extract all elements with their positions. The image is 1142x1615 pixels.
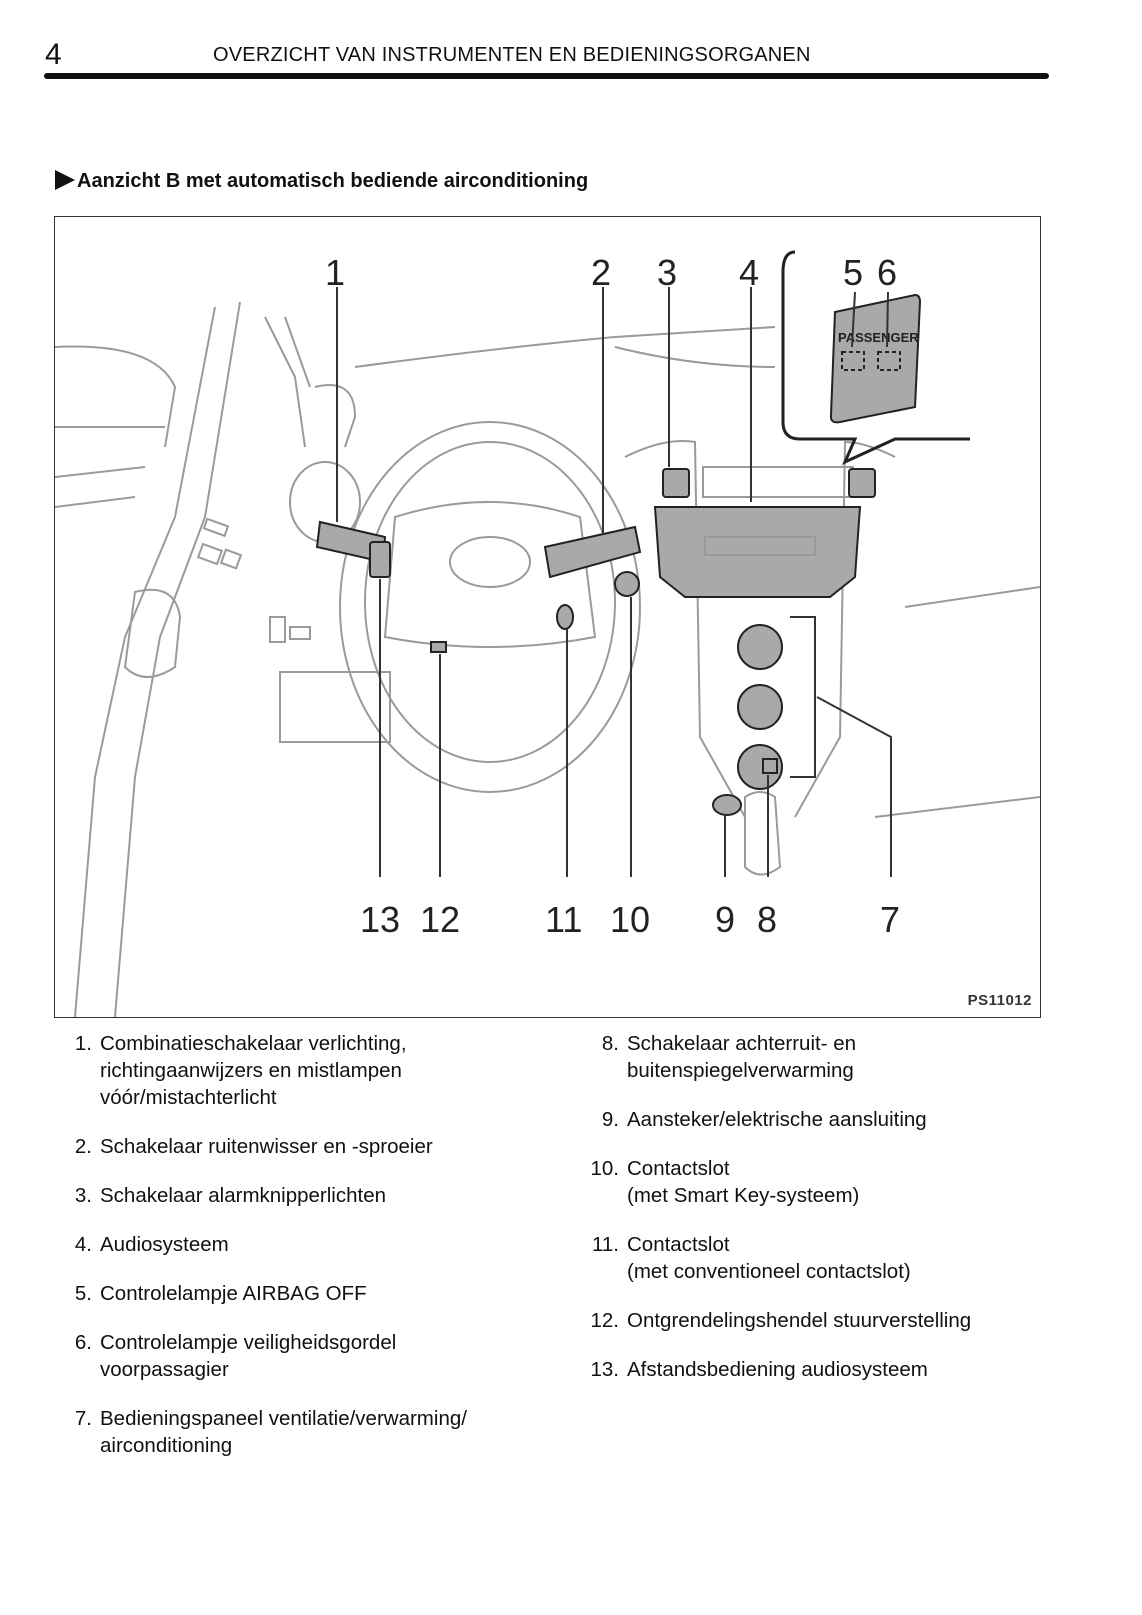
legend-number: 8.	[601, 1032, 619, 1055]
triangle-right-icon	[55, 170, 75, 190]
legend-left-column: 1. Combinatieschakelaar verlichting, rich…	[58, 1030, 538, 1481]
legend-item: 9. Aansteker/elektrische aansluiting	[575, 1106, 1045, 1133]
running-title: OVERZICHT VAN INSTRUMENTEN EN BEDIENINGS…	[213, 44, 811, 66]
center-stack	[624, 440, 896, 876]
ac-dial-top	[737, 624, 783, 670]
audio-system-panel	[653, 506, 862, 598]
legend-number: 10.	[590, 1157, 620, 1180]
callout-9: 9	[715, 899, 735, 940]
callout-3: 3	[657, 252, 677, 293]
legend-item: 2. Schakelaar ruitenwisser en -sproeier	[58, 1133, 538, 1160]
callout-5: 5	[843, 252, 863, 293]
legend-item: 10. Contactslot (met Smart Key-systeem)	[575, 1155, 1045, 1209]
legend-item: 6. Controlelampje veiligheidsgordel voorp…	[58, 1329, 538, 1383]
callout-7: 7	[880, 899, 900, 940]
defogger-switch	[762, 758, 778, 774]
legend-number: 1.	[74, 1032, 92, 1055]
legend-number: 13.	[590, 1358, 620, 1381]
legend-text: Audiosysteem	[100, 1233, 229, 1256]
callout-11: 11	[545, 899, 582, 940]
legend-text: Controlelampje veiligheidsgordel voorpas…	[100, 1331, 397, 1381]
legend-text: Ontgrendelingshendel stuurverstelling	[627, 1309, 972, 1332]
callout-6: 6	[877, 252, 897, 293]
dashboard-illustration: PASSENGER 1 2 3 4 5 6 7 8 9 10	[55, 250, 1040, 1017]
legend-item: 4. Audiosysteem	[58, 1231, 538, 1258]
dashboard-top-line	[354, 326, 776, 368]
dashboard-figure: PASSENGER 1 2 3 4 5 6 7 8 9 10	[54, 216, 1041, 1018]
legend-text: Schakelaar ruitenwisser en -sproeier	[100, 1135, 433, 1158]
dash-button	[289, 626, 311, 640]
legend-text: Contactslot (met conventioneel contactsl…	[627, 1233, 911, 1283]
legend-number: 2.	[74, 1135, 92, 1158]
section-heading-text: Aanzicht B met automatisch bediende airc…	[77, 170, 589, 192]
legend-text: Afstandsbediening audiosysteem	[627, 1358, 928, 1381]
audio-remote-switch	[369, 541, 391, 578]
page-number: 4	[45, 38, 62, 71]
tilt-lever	[430, 641, 447, 653]
legend-item: 5. Controlelampje AIRBAG OFF	[58, 1280, 538, 1307]
legend-number: 6.	[74, 1331, 92, 1354]
callout-13: 13	[360, 899, 400, 940]
ac-dial-bottom	[737, 744, 783, 790]
passenger-label: PASSENGER	[838, 330, 919, 345]
legend-number: 9.	[601, 1108, 619, 1131]
legend-item: 7. Bedieningspaneel ventilatie/verwarming…	[58, 1405, 538, 1459]
leader-lines	[336, 287, 892, 877]
legend-text: Schakelaar alarmknipperlichten	[100, 1184, 387, 1207]
callout-1: 1	[325, 252, 345, 293]
legend-text: Bedieningspaneel ventilatie/verwarming/ …	[100, 1407, 467, 1457]
legend-item: 13. Afstandsbediening audiosysteem	[575, 1356, 1045, 1383]
glovebox-left	[279, 671, 391, 743]
legend-item: 11. Contactslot (met conventioneel contac…	[575, 1231, 1045, 1285]
legend-number: 4.	[74, 1233, 92, 1256]
conventional-ignition	[556, 604, 574, 630]
legend-item: 12. Ontgrendelingshendel stuurverstelling	[575, 1307, 1045, 1334]
legend-text: Schakelaar achterruit- en buitenspiegelv…	[627, 1032, 857, 1082]
section-heading: Aanzicht B met automatisch bediende airc…	[55, 170, 588, 193]
legend-item: 3. Schakelaar alarmknipperlichten	[58, 1182, 538, 1209]
ac-dial-middle	[737, 684, 783, 730]
hazard-switch	[662, 468, 690, 498]
callout-10: 10	[610, 899, 650, 940]
legend-text: Controlelampje AIRBAG OFF	[100, 1282, 367, 1305]
steering-wheel	[339, 421, 641, 793]
figure-code: PS11012	[967, 992, 1032, 1009]
callout-12: 12	[420, 899, 460, 940]
header-rule	[44, 73, 1049, 79]
legend-number: 5.	[74, 1282, 92, 1305]
legend-number: 7.	[74, 1407, 92, 1430]
passenger-indicator	[848, 468, 876, 498]
legend-number: 12.	[590, 1309, 620, 1332]
legend-right-column: 8. Schakelaar achterruit- en buitenspiege…	[575, 1030, 1045, 1405]
callout-4: 4	[739, 252, 759, 293]
wiper-switch-stalk	[543, 525, 642, 579]
legend-number: 3.	[74, 1184, 92, 1207]
legend-number: 11.	[592, 1233, 619, 1256]
callout-2: 2	[591, 252, 611, 293]
door-and-pillar-lines	[55, 301, 357, 1017]
power-outlet	[712, 794, 742, 816]
legend-item: 8. Schakelaar achterruit- en buitenspiege…	[575, 1030, 1045, 1084]
legend-text: Combinatieschakelaar verlichting, richti…	[100, 1032, 407, 1109]
legend-item: 1. Combinatieschakelaar verlichting, rich…	[58, 1030, 538, 1111]
legend-text: Contactslot (met Smart Key-systeem)	[627, 1157, 860, 1207]
callout-8: 8	[757, 899, 777, 940]
dash-button	[269, 616, 286, 643]
smart-key-ignition	[614, 571, 640, 597]
legend-text: Aansteker/elektrische aansluiting	[627, 1108, 927, 1131]
